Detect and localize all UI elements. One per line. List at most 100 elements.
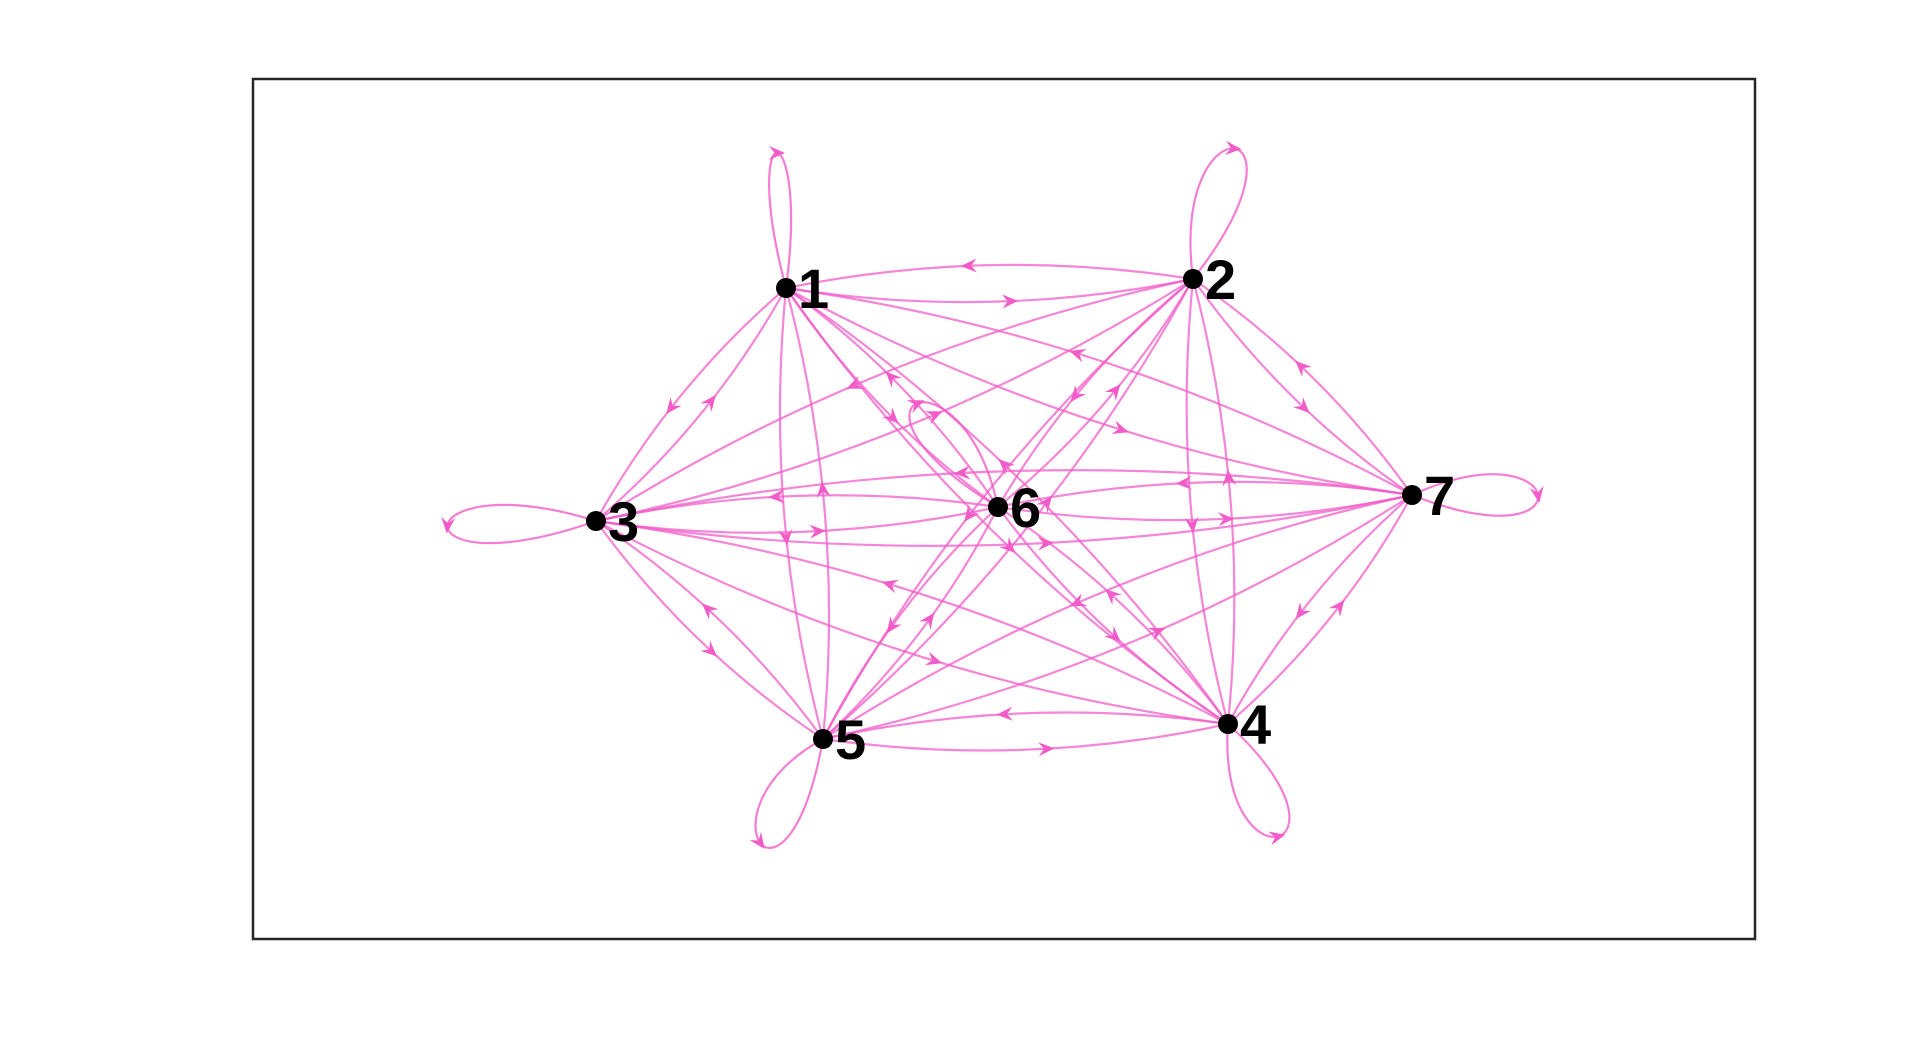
arrow-7-to-6 (1175, 475, 1193, 490)
edge-5-to-6 (822, 506, 999, 740)
edge-4-to-2 (1191, 278, 1236, 725)
edge-3-to-5 (595, 520, 824, 740)
arrow-2-to-6 (1070, 385, 1087, 402)
edge-5-to-4 (822, 722, 1229, 752)
node-4 (1218, 714, 1238, 734)
arrow-7-to-3 (954, 465, 971, 480)
edge-6-to-2 (997, 278, 1194, 508)
node-label-6: 6 (1010, 476, 1041, 539)
edge-6-to-4 (997, 506, 1229, 725)
arrow-6-to-2 (1104, 384, 1121, 401)
arrow-2-to-7 (1293, 396, 1310, 414)
edge-6-to-1 (785, 287, 999, 508)
edge-4-to-6 (997, 506, 1229, 725)
self-loop-3 (446, 503, 597, 545)
edge-7-to-3 (595, 469, 1413, 523)
arrow-6-to-5 (886, 616, 902, 634)
arrow-5-to-1 (816, 481, 831, 498)
arrow-self-loop-1 (769, 146, 785, 160)
arrow-4-to-2 (1222, 469, 1237, 487)
node-3 (586, 511, 606, 531)
arrow-1-to-4 (999, 536, 1016, 554)
node-label-7: 7 (1424, 464, 1455, 527)
edge-6-to-5 (822, 506, 999, 740)
edge-2-to-6 (997, 278, 1194, 508)
arrow-3-to-7 (1037, 536, 1054, 551)
edge-7-to-1 (785, 286, 1413, 496)
edge-1-to-6 (785, 287, 999, 508)
arrow-self-loop-6 (906, 400, 925, 414)
arrow-3-to-6 (809, 524, 826, 539)
node-2 (1183, 269, 1203, 289)
edge-5-to-7 (822, 494, 1413, 741)
edge-1-to-3 (595, 287, 787, 522)
edge-2-to-3 (595, 277, 1194, 522)
arrow-5-to-4 (1038, 742, 1055, 757)
edge-5-to-2 (822, 278, 1194, 740)
self-loop-5 (754, 738, 825, 849)
edge-3-to-7 (595, 493, 1413, 547)
edge-2-to-4 (1185, 278, 1230, 725)
node-1 (776, 278, 796, 298)
arrow-4-to-3 (881, 579, 900, 594)
edge-4-to-1 (785, 287, 1229, 725)
edge-4-to-5 (822, 711, 1229, 741)
arrow-4-to-1 (998, 458, 1015, 476)
arrow-self-loop-3 (441, 516, 456, 534)
arrow-1-to-3 (666, 397, 682, 414)
arrow-4-to-6 (1105, 589, 1122, 605)
node-5 (813, 729, 833, 749)
edge-3-to-2 (595, 278, 1194, 523)
edge-7-to-5 (822, 493, 1413, 740)
node-label-5: 5 (835, 708, 866, 771)
arrow-7-to-2 (1295, 360, 1312, 378)
arrow-2-to-3 (846, 375, 864, 389)
arrow-3-to-1 (700, 395, 716, 412)
arrow-self-loop-4 (1268, 831, 1286, 846)
arrow-7-to-4 (1295, 602, 1312, 620)
edge-7-to-4 (1227, 494, 1413, 725)
edge-3-to-4 (595, 520, 1229, 726)
arrow-2-to-4 (1184, 516, 1199, 534)
edge-3-to-1 (595, 287, 787, 522)
edge-2-to-1 (785, 263, 1194, 290)
self-loop-1 (768, 152, 793, 289)
edge-2-to-7 (1192, 278, 1413, 496)
arrow-3-to-2 (925, 411, 943, 425)
node-7 (1402, 485, 1422, 505)
node-label-3: 3 (608, 490, 639, 553)
edge-1-to-2 (785, 277, 1194, 304)
plot-frame (251, 77, 1757, 941)
edge-4-to-7 (1227, 494, 1413, 725)
edge-7-to-2 (1192, 278, 1413, 496)
arrow-7-to-5 (1069, 593, 1088, 607)
arrow-1-to-5 (778, 529, 793, 546)
edge-7-to-6 (997, 480, 1413, 509)
arrow-4-to-7 (1328, 599, 1345, 617)
arrow-1-to-2 (1001, 294, 1019, 309)
edge-5-to-3 (595, 520, 824, 740)
node-label-2: 2 (1205, 248, 1236, 311)
node-label-4: 4 (1240, 693, 1271, 756)
arrow-5-to-6 (919, 612, 935, 630)
arrow-7-to-1 (1069, 348, 1087, 363)
edge-6-to-7 (997, 493, 1413, 522)
arrow-5-to-2 (1036, 496, 1052, 514)
arrow-2-to-1 (960, 258, 978, 273)
arrow-3-to-4 (924, 651, 943, 666)
arrow-1-to-6 (882, 407, 899, 424)
arrow-5-to-7 (1147, 627, 1166, 641)
edge-1-to-7 (785, 287, 1413, 497)
arrow-self-loop-5 (749, 831, 765, 849)
arrow-6-to-4 (1104, 626, 1121, 642)
arrow-6-to-1 (885, 371, 902, 388)
edge-4-to-3 (595, 519, 1229, 725)
node-label-1: 1 (798, 257, 829, 320)
edge-1-to-5 (778, 287, 825, 740)
arrow-5-to-3 (701, 603, 719, 620)
arrow-6-to-3 (768, 489, 785, 504)
arrow-self-loop-7 (1529, 485, 1544, 503)
arrow-4-to-5 (996, 706, 1013, 721)
arrow-1-to-7 (1111, 420, 1129, 435)
